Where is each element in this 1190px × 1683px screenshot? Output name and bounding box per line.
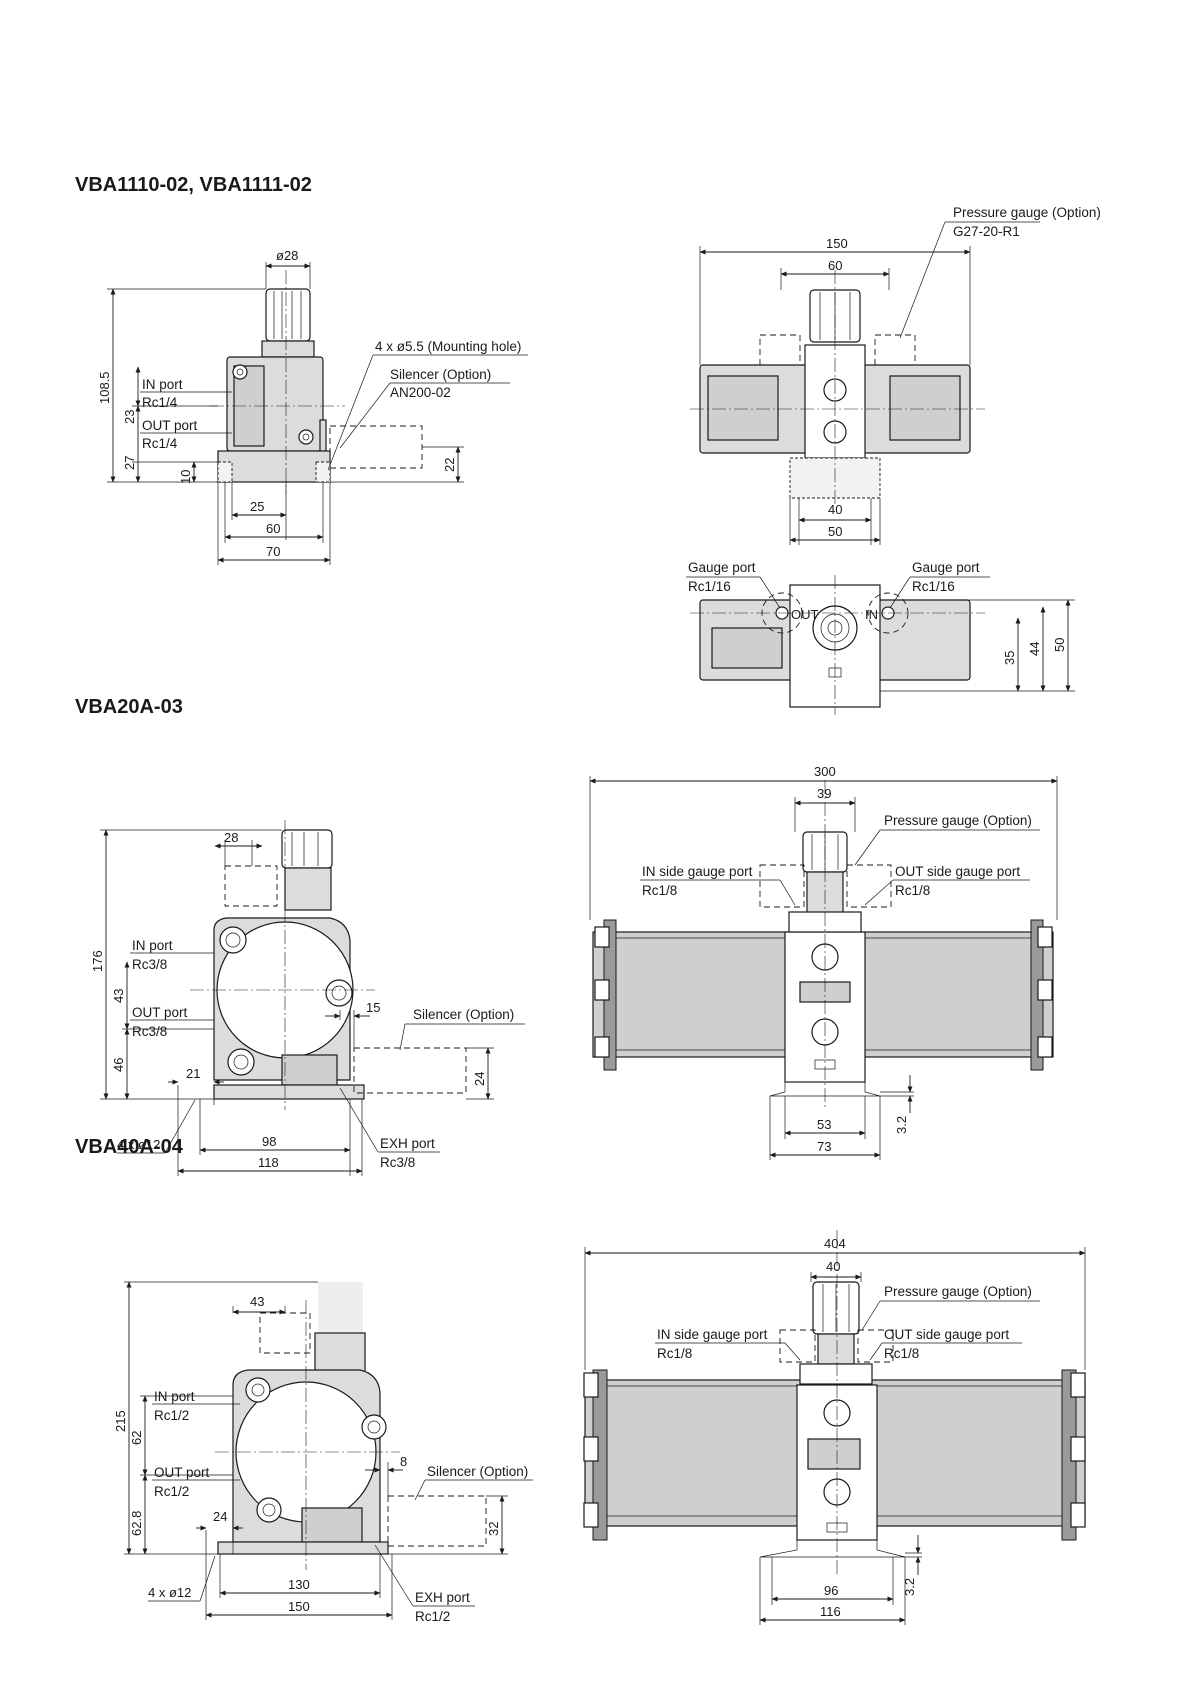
label-s1-side-out-port: OUT port [142,418,198,433]
dimension-s1-top-h-44: 44 [1027,642,1042,656]
dimension-s2-front-h-32: 3.2 [894,1116,909,1134]
dimension-s3-front-w-116: 116 [820,1604,841,1619]
dimension-s2-side-w-21: 21 [186,1066,200,1081]
vba20a-front-view: 300 39 Pressure gauge (Option) IN side g… [589,764,1058,1160]
dimension-s1-front-w-50: 50 [828,524,842,539]
dimension-s2-side-w-118: 118 [258,1155,279,1170]
label-s3-front-in-gauge: IN side gauge port [657,1327,768,1342]
label-s2-side-exh-size: Rc3/8 [380,1155,415,1170]
label-s1-side-silencer: Silencer (Option) [390,367,491,382]
label-s2-side-in-port: IN port [132,938,173,953]
label-s3-front-out-gauge: OUT side gauge port [884,1327,1009,1342]
dimension-s2-front-w-39: 39 [817,786,831,801]
label-s2-side-in-size: Rc3/8 [132,957,167,972]
label-s1-top-gauge-size-l: Rc1/16 [688,579,731,594]
vba20a-side-view: 28 176 43 46 IN port Rc3/8 OUT port Rc3/… [90,820,525,1176]
label-s3-side-out-port: OUT port [154,1465,210,1480]
label-s2-side-exh-port: EXH port [380,1136,435,1151]
dimension-s3-side-w-130: 130 [288,1577,310,1592]
dimension-s2-front-w-53: 53 [817,1117,831,1132]
section-title-vba20a: VBA20A-03 [75,696,183,718]
dimension-s3-front-h-32: 3.2 [902,1578,917,1596]
label-s3-front-in-gauge-size: Rc1/8 [657,1346,692,1361]
dimension-s2-side-w-15: 15 [366,1000,380,1015]
dimension-s1-side-w-25: 25 [250,499,264,514]
dimension-s1-front-w-60: 60 [828,258,842,273]
label-s1-side-mount-hole: 4 x ø5.5 (Mounting hole) [375,339,521,354]
dimension-s2-side-h-46: 46 [111,1058,126,1072]
dimension-s1-side-h-base: 10 [178,470,193,484]
label-s1-side-in-port: IN port [142,377,183,392]
dimension-s2-side-h-43: 43 [111,989,126,1003]
dimension-s3-front-w-404: 404 [824,1236,846,1251]
dimension-s3-side-h-32: 32 [486,1522,501,1536]
label-s3-side-exh-size: Rc1/2 [415,1609,450,1624]
label-s3-side-in-size: Rc1/2 [154,1408,189,1423]
dimension-s3-side-holes: 4 x ø12 [148,1585,191,1600]
dimension-s2-side-w-98: 98 [262,1134,276,1149]
dimension-s3-side-w-150: 150 [288,1599,310,1614]
dimension-s1-side-d-knob: ø28 [276,248,298,263]
vba1110-side-view: ø28 108.5 23 27 10 25 60 70 22 4 x ø5.5 … [97,248,528,565]
dimension-s1-side-h-total: 108.5 [97,371,112,404]
dimension-s1-top-h-35: 35 [1002,651,1017,665]
dimension-s1-front-w-40: 40 [828,502,842,517]
label-s1-top-gauge-size-r: Rc1/16 [912,579,955,594]
dimension-s3-front-w-96: 96 [824,1583,838,1598]
label-s2-front-in-gauge: IN side gauge port [642,864,753,879]
label-s1-front-gauge: Pressure gauge (Option) [953,205,1101,220]
dimension-s1-side-w-70: 70 [266,544,280,559]
dimension-s2-front-w-300: 300 [814,764,836,779]
label-s2-front-out-gauge: OUT side gauge port [895,864,1020,879]
label-s3-side-silencer: Silencer (Option) [427,1464,528,1479]
label-s3-front-gauge: Pressure gauge (Option) [884,1284,1032,1299]
section-title-vba1110: VBA1110-02, VBA1111-02 [75,174,312,196]
label-s2-front-out-gauge-size: Rc1/8 [895,883,930,898]
label-s1-side-out-size: Rc1/4 [142,436,178,451]
dimension-s2-side-h-176: 176 [90,950,105,972]
label-s2-front-gauge: Pressure gauge (Option) [884,813,1032,828]
label-s3-side-in-port: IN port [154,1389,195,1404]
dimension-s1-top-in: IN [865,607,878,622]
label-s3-side-out-size: Rc1/2 [154,1484,189,1499]
dimension-s3-front-w-40: 40 [826,1259,840,1274]
dimension-s1-side-h-in: 23 [122,410,137,424]
label-s2-side-out-port: OUT port [132,1005,188,1020]
label-s3-front-out-gauge-size: Rc1/8 [884,1346,919,1361]
label-s2-side-silencer: Silencer (Option) [413,1007,514,1022]
vba40a-side-view: 43 215 62 62.8 IN port Rc1/2 OUT port Rc… [113,1281,533,1624]
label-s1-top-gauge-port-l: Gauge port [688,560,756,575]
section-title-vba40a: VBA40A-04 [75,1136,183,1158]
dimension-s3-side-w-8: 8 [400,1454,407,1469]
vba40a-front-view: 404 40 Pressure gauge (Option) IN side g… [583,1230,1086,1625]
dimension-s3-side-w-43: 43 [250,1294,264,1309]
dimension-s1-front-w-150: 150 [826,236,848,251]
dimension-s2-side-holes: 4 x ø12 [117,1137,160,1152]
dimension-s3-side-w-24: 24 [213,1509,227,1524]
dimension-s1-side-h-22: 22 [442,458,457,472]
label-s1-side-silencer-model: AN200-02 [390,385,451,400]
dimension-s2-side-w-28: 28 [224,830,238,845]
dimension-s3-side-h-215: 215 [113,1410,128,1432]
vba1110-top-view: OUT IN Gauge port Rc1/16 Gauge port Rc1/… [686,560,1075,715]
dimension-s3-side-h-628: 62.8 [129,1511,144,1536]
dimension-s3-side-h-62: 62 [129,1431,144,1445]
label-s1-top-gauge-port-r: Gauge port [912,560,980,575]
dimension-s1-top-out: OUT [791,607,819,622]
label-s3-side-exh-port: EXH port [415,1590,470,1605]
dimension-s1-side-w-60: 60 [266,521,280,536]
label-s2-side-out-size: Rc3/8 [132,1024,167,1039]
dimension-s2-side-h-24: 24 [472,1072,487,1086]
label-s1-front-gauge-model: G27-20-R1 [953,224,1020,239]
vba1110-front-view: 150 60 40 50 Pressure gauge (Option) G27… [690,205,1101,545]
label-s2-front-in-gauge-size: Rc1/8 [642,883,677,898]
dimension-s2-front-w-73: 73 [817,1139,831,1154]
dimension-s1-side-h-out: 27 [122,456,137,470]
dimension-s1-top-h-50: 50 [1052,638,1067,652]
label-s1-side-in-size: Rc1/4 [142,395,178,410]
